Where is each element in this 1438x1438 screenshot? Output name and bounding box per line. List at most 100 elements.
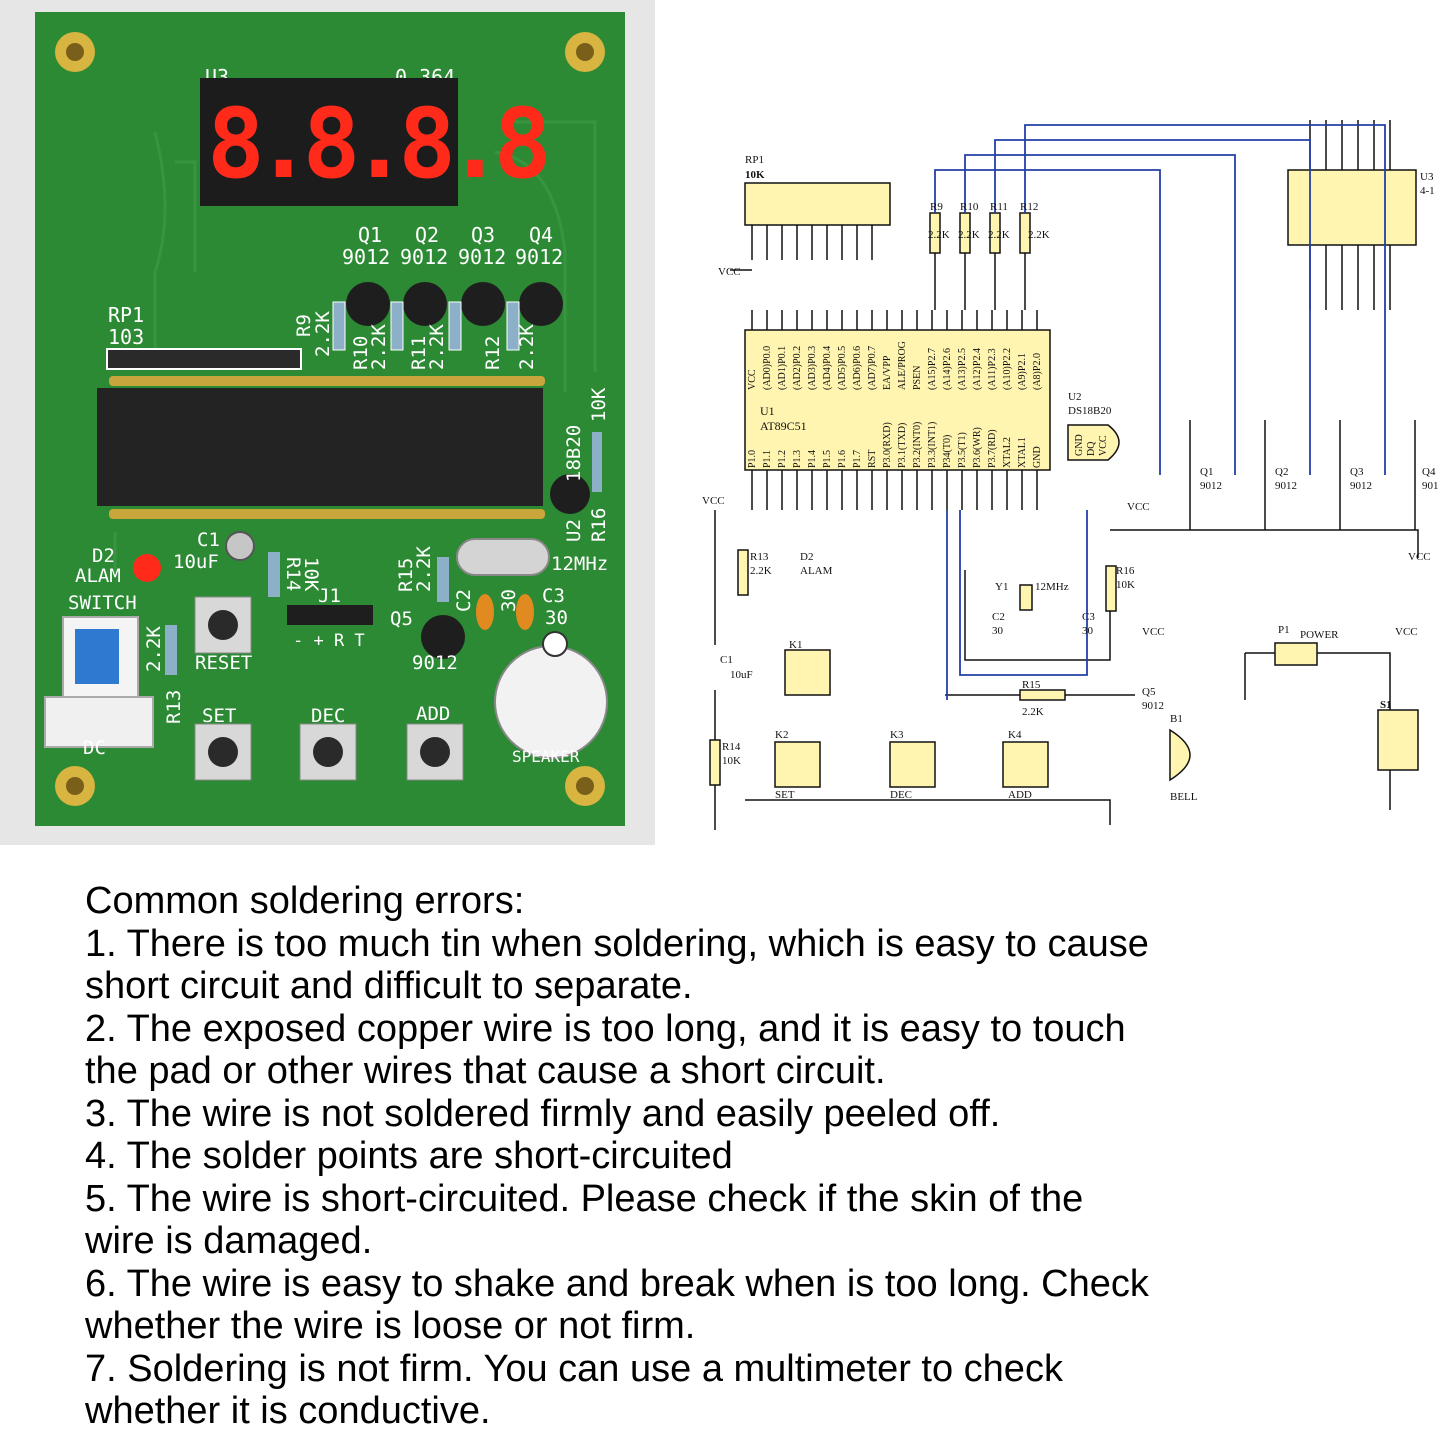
mcu-pin-top: (AD0)P0.0 — [762, 346, 773, 390]
ds18b20-pin: DQ — [1086, 441, 1097, 456]
pcb-drawing: U3 0.364 8.8.8.8 Q1 9012 Q2 9012 Q3 9012… — [44, 32, 610, 806]
c1-capacitor — [225, 531, 255, 561]
text-line: whether it is conductive. — [85, 1390, 491, 1432]
j1-header — [287, 605, 373, 625]
mcu-pin-top: ALE/PROG — [897, 341, 908, 390]
sch-r16: R16 — [1116, 565, 1135, 577]
sch-u3-ref: U3 — [1420, 171, 1434, 183]
sch-c3: C3 — [1082, 611, 1095, 623]
text-line: 1. There is too much tin when soldering,… — [85, 922, 1149, 965]
sch-k4: K4 — [1008, 729, 1022, 741]
sch-dec: DEC — [890, 789, 912, 801]
sch-q3-ref: Q3 — [1350, 466, 1364, 478]
mcu-pin-bottom: P3.1(TXD) — [897, 423, 908, 468]
r14-val: 10K — [300, 557, 322, 592]
u2-label: U2 — [563, 519, 585, 542]
sch-c2-val: 30 — [992, 625, 1004, 637]
mcu-pin-top: (A8)P2.0 — [1032, 353, 1043, 390]
sch-vcc-4: VCC — [1395, 626, 1418, 638]
mcu-pin-bottom: P1.0 — [747, 450, 758, 468]
sch-add: ADD — [1008, 789, 1032, 801]
mcu-pin-top: (AD1)P0.1 — [777, 346, 788, 390]
sch-r12-val: 2.2K — [1028, 229, 1050, 241]
j1-pins: - + R T — [293, 631, 365, 651]
mcu-pins — [109, 376, 545, 519]
dec-button — [299, 723, 357, 781]
mcu-pin-bottom: P1.3 — [792, 450, 803, 468]
sch-r13: R13 — [750, 551, 769, 563]
mcu-pin-bottom: GND — [1032, 446, 1043, 468]
r12-ref: R12 — [482, 336, 504, 370]
c3-capacitor — [516, 594, 534, 630]
sch-r10-val: 2.2K — [958, 229, 980, 241]
sch-r9: R9 — [930, 201, 943, 213]
speaker-label: SPEAKER — [512, 747, 580, 766]
q4-ref: Q4 — [529, 223, 553, 247]
mcu-pin-bottom: P1.1 — [762, 450, 773, 468]
soldering-errors-text: Common soldering errors: 1. There is too… — [85, 880, 1385, 1433]
sch-k2: K2 — [775, 729, 788, 741]
sch-q1-part: 9012 — [1200, 480, 1222, 492]
c2-ref: C2 — [453, 589, 475, 612]
c3-val: 30 — [545, 607, 568, 629]
reset-button-cap — [208, 610, 238, 640]
seven-segment-display — [200, 78, 458, 206]
r16-val: 10K — [588, 387, 610, 422]
mcu-pin-bottom: XTAL2 — [1002, 437, 1013, 468]
mcu-pin-bottom: P34(T0) — [942, 435, 953, 468]
alarm-led — [133, 554, 161, 582]
dc-label: DC — [83, 737, 106, 759]
sch-p1: P1 — [1278, 624, 1290, 636]
sch-r11: R11 — [990, 201, 1008, 213]
r14-body — [268, 552, 280, 597]
sch-q4-part: 901 — [1422, 480, 1438, 492]
r10-ref: R10 — [350, 336, 372, 370]
set-label: SET — [202, 705, 236, 727]
sch-q3-part: 9012 — [1350, 480, 1372, 492]
sch-c1-val: 10uF — [730, 669, 753, 681]
text-line: short circuit and difficult to separate. — [85, 965, 693, 1007]
q5-ref: Q5 — [390, 608, 413, 630]
c1-ref: C1 — [197, 529, 220, 551]
mcu-pin-bottom: P1.7 — [852, 450, 863, 468]
sch-u2-part: DS18B20 — [1068, 405, 1112, 417]
text-line: 5. The wire is short-circuited. Please c… — [85, 1177, 1084, 1220]
mcu-pin-bottom: P3.0(RXD) — [882, 422, 893, 468]
mcu-pin-bottom: P1.2 — [777, 450, 788, 468]
d2-label: ALAM — [75, 565, 121, 587]
text-line: 3. The wire is not soldered firmly and e… — [85, 1092, 1001, 1135]
resistors-top — [332, 301, 520, 351]
sch-d2: D2 — [800, 551, 813, 563]
mcu-pin-top: (AD4)P0.4 — [822, 346, 833, 390]
sch-set: SET — [775, 789, 795, 801]
mcu-pin-top: (A13)P2.5 — [957, 348, 968, 390]
mcu-pin-top: VCC — [747, 369, 758, 390]
sch-rp1-val: 10K — [745, 169, 765, 181]
c1-val: 10uF — [173, 551, 219, 573]
sch-rp1-ref: RP1 — [745, 154, 764, 166]
sch-q2-ref: Q2 — [1275, 466, 1288, 478]
r15-body — [437, 557, 449, 602]
crystal-val: 12MHz — [551, 553, 608, 575]
set-button — [194, 723, 252, 781]
sch-r15-val: 2.2K — [1022, 706, 1044, 718]
sch-vcc-3: VCC — [1142, 626, 1165, 638]
r14-ref: R14 — [282, 557, 304, 591]
sch-q1-ref: Q1 — [1200, 466, 1213, 478]
sch-r16-val: 10K — [1116, 579, 1135, 591]
sch-b1: B1 — [1170, 713, 1183, 725]
dec-label: DEC — [311, 705, 345, 727]
mcu-pin-bottom: XTAL1 — [1017, 437, 1028, 468]
q2-ref: Q2 — [415, 223, 439, 247]
sch-c1: C1 — [720, 654, 733, 666]
u1-box — [744, 329, 1051, 471]
mcu-pin-top: EA/VPP — [882, 355, 893, 390]
reset-label: RESET — [195, 652, 252, 674]
sch-u3-part: 4-1 — [1420, 185, 1435, 197]
text-line: 7. Soldering is not firm. You can use a … — [85, 1347, 1063, 1390]
sch-r11-val: 2.2K — [988, 229, 1010, 241]
switch-label: SWITCH — [68, 592, 137, 614]
q2-part: 9012 — [400, 245, 448, 269]
text-line: the pad or other wires that cause a shor… — [85, 1050, 886, 1092]
j1-ref: J1 — [318, 585, 341, 607]
